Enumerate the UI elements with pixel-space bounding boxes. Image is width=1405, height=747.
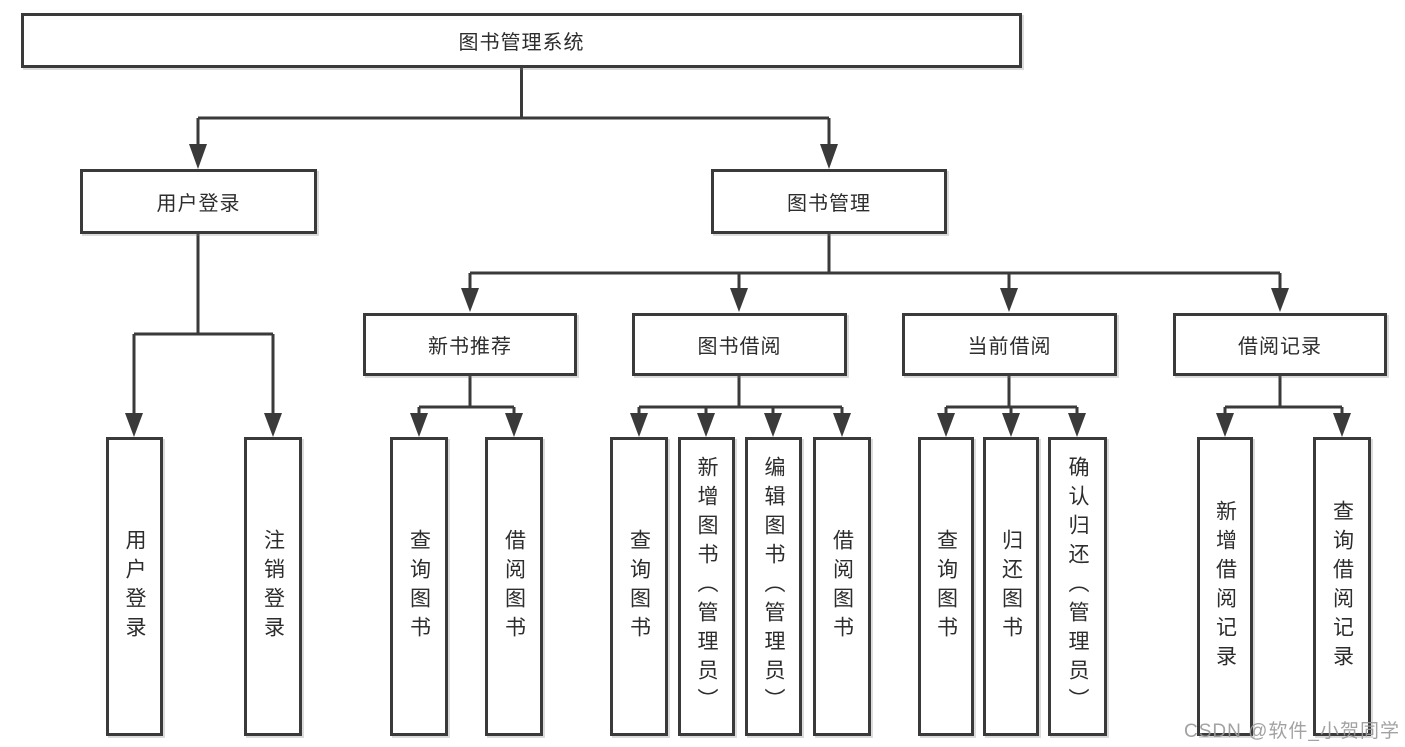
node-borrowing-records: 借阅记录 — [1173, 313, 1387, 376]
node-book-borrowing: 图书借阅 — [632, 313, 847, 376]
node-label: 确认归还（管理员） — [1066, 456, 1089, 717]
leaf-query-books-borrow: 查询图书 — [610, 437, 668, 736]
node-label: 编辑图书（管理员） — [762, 456, 785, 717]
leaf-add-borrow-record: 新增借阅记录 — [1197, 437, 1253, 736]
node-label: 用户登录 — [123, 528, 146, 645]
node-label: 查询图书 — [627, 528, 651, 645]
node-label: 查询借阅记录 — [1330, 499, 1354, 674]
node-label: 查询图书 — [934, 528, 958, 645]
leaf-borrow-books: 借阅图书 — [813, 437, 871, 736]
node-label: 借阅图书 — [830, 528, 854, 645]
arrowheads — [125, 144, 1351, 437]
leaf-query-books-recommend: 查询图书 — [390, 437, 448, 736]
leaf-logout: 注销登录 — [244, 437, 302, 736]
leaf-query-books-current: 查询图书 — [918, 437, 974, 736]
node-label: 归还图书 — [999, 528, 1023, 645]
leaf-confirm-return-admin: 确认归还（管理员） — [1048, 437, 1107, 736]
node-user-login: 用户登录 — [80, 169, 317, 234]
leaf-query-borrow-record: 查询借阅记录 — [1313, 437, 1371, 736]
leaf-edit-books-admin: 编辑图书（管理员） — [745, 437, 802, 736]
node-current-borrowing: 当前借阅 — [902, 313, 1117, 376]
node-label: 查询图书 — [407, 528, 431, 645]
csdn-watermark: CSDN @软件_小贺同学 — [1184, 721, 1400, 742]
node-label: 当前借阅 — [967, 336, 1052, 358]
node-label: 新增借阅记录 — [1213, 499, 1237, 674]
node-label: 借阅记录 — [1238, 336, 1322, 358]
node-label: 注销登录 — [261, 528, 285, 645]
node-label: 图书管理 — [787, 193, 871, 215]
node-label: 借阅图书 — [502, 528, 526, 645]
node-new-book-recommendation: 新书推荐 — [363, 313, 577, 376]
node-label: 新书推荐 — [428, 336, 512, 358]
leaf-add-books-admin: 新增图书（管理员） — [678, 437, 735, 736]
node-label: 新增图书（管理员） — [695, 456, 718, 717]
node-label: 图书管理系统 — [458, 32, 585, 54]
leaf-borrow-books-recommend: 借阅图书 — [485, 437, 543, 736]
leaf-return-books: 归还图书 — [983, 437, 1039, 736]
node-label: 图书借阅 — [697, 336, 782, 358]
node-label: 用户登录 — [156, 193, 241, 215]
node-library-management-system: 图书管理系统 — [21, 13, 1022, 68]
leaf-user-login: 用户登录 — [106, 437, 163, 736]
node-book-management: 图书管理 — [711, 169, 947, 234]
